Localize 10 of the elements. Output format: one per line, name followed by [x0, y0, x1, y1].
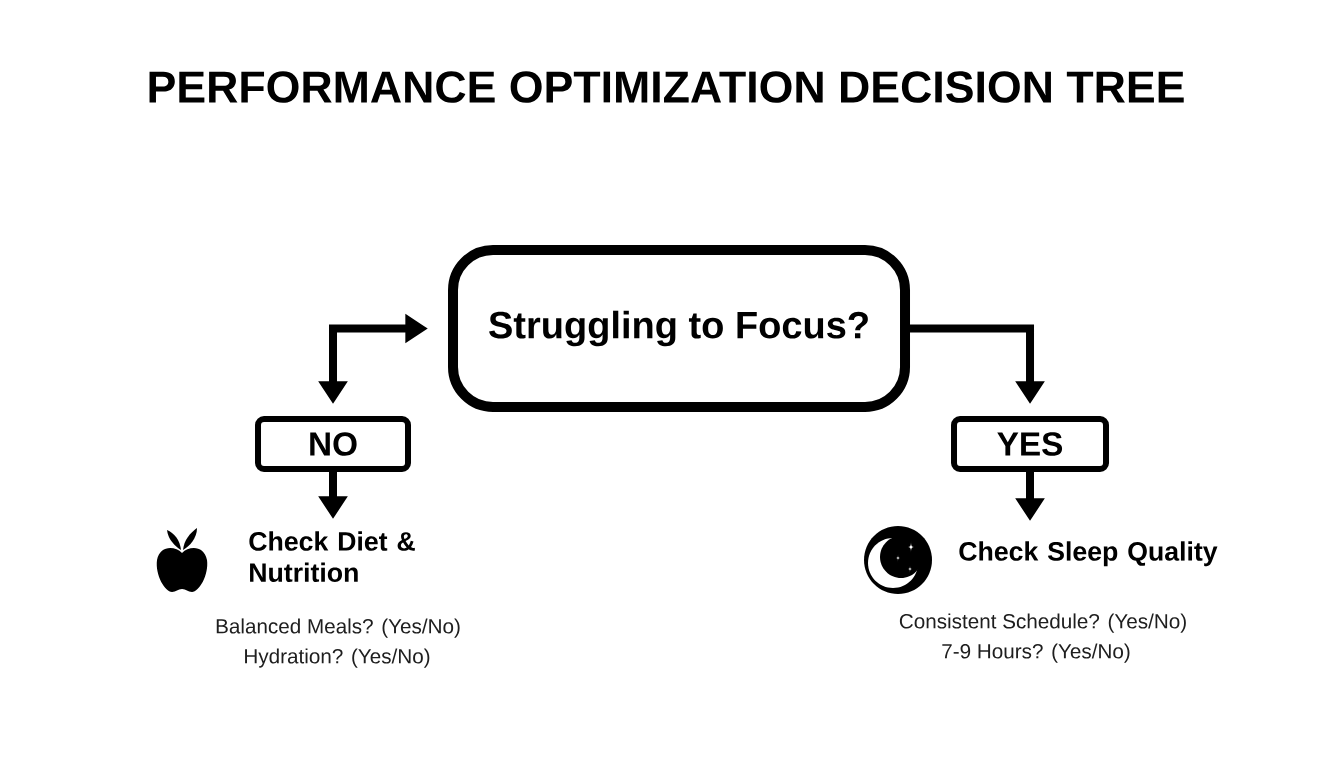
question-text: 7-9 Hours? (Yes/No): [942, 643, 1130, 663]
question-text: Consistent Schedule? (Yes/No): [899, 613, 1186, 633]
title: PERFORMANCE OPTIMIZATION DECISION TREE: [149, 71, 1184, 103]
question-text: Hydration? (Yes/No): [245, 648, 430, 668]
branch-box: YES: [951, 416, 1109, 472]
branch-box: NO: [255, 416, 411, 472]
question-text: Balanced Meals? (Yes/No): [216, 618, 460, 638]
step-heading: Check Diet & Nutrition: [249, 531, 415, 583]
step-heading: Check Sleep Quality: [959, 541, 1218, 567]
decision-box: Struggling to Focus?: [448, 245, 910, 412]
